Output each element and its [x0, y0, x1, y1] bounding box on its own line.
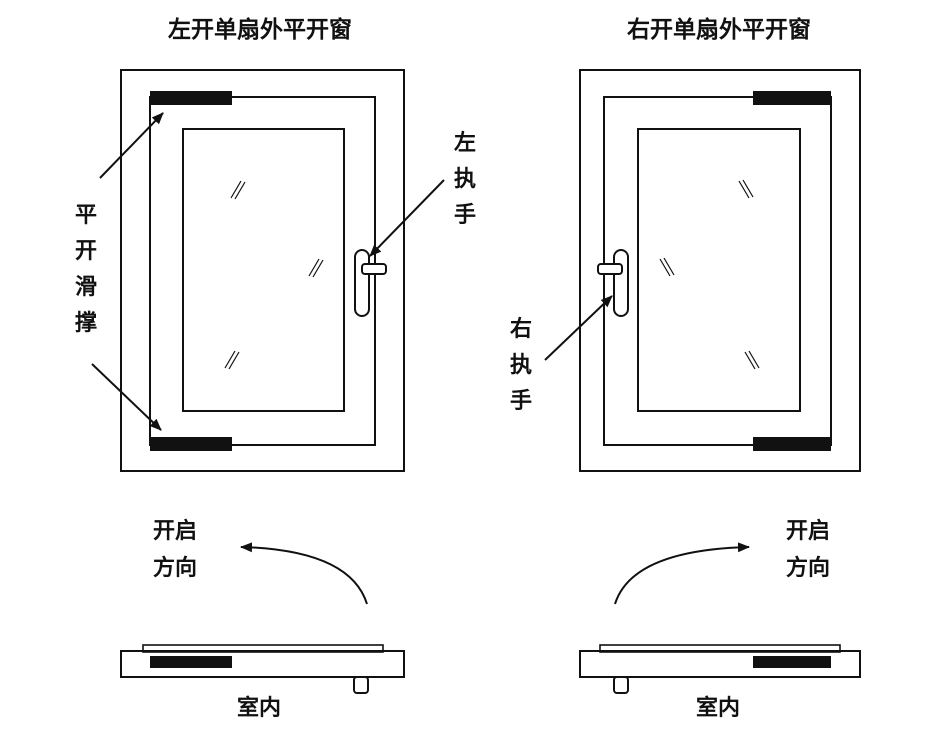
right-plan-handle-icon	[613, 676, 629, 694]
left-handle-label-char-2: 执	[454, 167, 476, 192]
hinge-label-char-4: 撑	[75, 311, 97, 336]
right-handle-arrow	[544, 295, 613, 361]
right-handle-label-char-3: 手	[510, 389, 532, 414]
left-plan-hinge	[150, 656, 232, 668]
left-handle-icon	[354, 249, 387, 317]
right-glass-marks	[659, 179, 760, 370]
left-plan-handle-icon	[353, 676, 369, 694]
right-direction-label-line-1: 开启	[786, 518, 830, 544]
right-room-label: 室内	[696, 695, 740, 721]
hinge-top-arrow	[99, 112, 164, 179]
right-handle-icon	[597, 249, 629, 317]
left-direction-label-line-1: 开启	[153, 518, 197, 544]
right-direction-label-line-2: 方向	[786, 555, 830, 581]
hinge-label-char-2: 开	[75, 239, 97, 264]
right-handle-label-char-1: 右	[510, 317, 532, 342]
right-plan-sash	[599, 644, 841, 653]
left-open-direction-arrow	[240, 542, 368, 605]
right-plan-frame	[579, 650, 861, 678]
right-top-hinge	[753, 91, 831, 105]
right-bottom-hinge	[753, 437, 831, 451]
left-handle-label-char-1: 左	[454, 130, 476, 156]
right-outer-frame	[579, 69, 861, 472]
left-window-group: 左开单扇外平开窗 平 开 滑 撑 左 执 手 开启 方向	[75, 16, 476, 721]
right-plan-hinge	[753, 656, 831, 668]
right-open-direction-arrow	[614, 542, 750, 605]
left-glass-pane	[182, 128, 345, 412]
right-glass-pane	[637, 128, 801, 412]
left-handle-label-char-3: 手	[454, 203, 476, 228]
left-bottom-hinge	[150, 437, 232, 451]
right-window-group: 右开单扇外平开窗 右 执 手 开启 方向 室内	[510, 16, 861, 721]
left-room-label: 室内	[237, 695, 281, 721]
right-window-title: 右开单扇外平开窗	[627, 16, 811, 43]
left-top-hinge	[150, 91, 232, 105]
hinge-label-char-1: 平	[75, 203, 97, 228]
left-plan-frame	[120, 650, 405, 678]
right-handle-label-char-2: 执	[510, 353, 532, 378]
left-glass-marks	[224, 180, 324, 370]
hinge-label-char-3: 滑	[75, 275, 97, 300]
left-handle-arrow	[369, 179, 445, 257]
left-plan-sash	[142, 644, 384, 653]
left-window-title: 左开单扇外平开窗	[168, 16, 352, 43]
left-direction-label-line-2: 方向	[153, 555, 197, 581]
left-outer-frame	[120, 69, 405, 472]
hinge-bottom-arrow	[91, 363, 162, 431]
